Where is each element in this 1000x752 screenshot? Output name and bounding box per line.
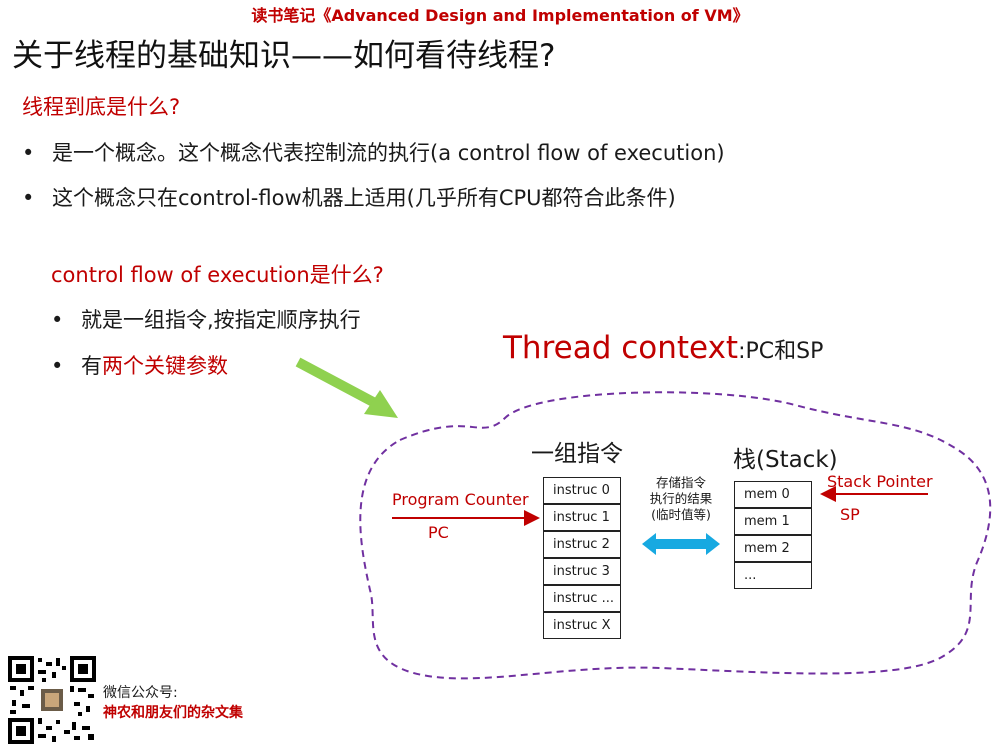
instruction-cell: instruc 2 <box>543 531 621 558</box>
instructions-title: 一组指令 <box>531 441 623 467</box>
wechat-account-name: 神农和朋友们的杂文集 <box>103 705 243 721</box>
thread-context-heading: Thread context:PC和SP <box>503 330 823 366</box>
thread-context-dashed-outline <box>359 391 992 680</box>
stack-cell: mem 1 <box>734 508 812 535</box>
double-arrow-icon <box>642 533 720 555</box>
bullet-item: • 是一个概念。这个概念代表控制流的执行(a control flow of ex… <box>22 137 725 167</box>
green-arrow-icon <box>295 357 398 418</box>
storage-note-line: (临时值等) <box>651 507 711 522</box>
slide-title: 关于线程的基础知识——如何看待线程? <box>12 38 556 74</box>
qr-code-icon <box>8 656 96 744</box>
storage-note-line: 存储指令 <box>655 475 706 490</box>
bullet-item: • 这个概念只在control-flow机器上适用(几乎所有CPU都符合此条件) <box>22 182 676 212</box>
bullet-item: • 有两个关键参数 <box>51 350 228 380</box>
thread-context-label: Thread context <box>503 330 739 366</box>
stack-title: 栈(Stack) <box>733 447 838 473</box>
bullet-text: 就是一组指令,按指定顺序执行 <box>81 308 361 332</box>
storage-note-line: 执行的结果 <box>649 491 713 506</box>
sp-label: SP <box>840 505 860 524</box>
storage-note: 存储指令 执行的结果 (临时值等) <box>636 475 726 523</box>
question-what-is-thread: 线程到底是什么? <box>22 95 181 119</box>
bullet-dot: • <box>22 186 35 210</box>
bullet-dot: • <box>51 308 64 332</box>
instruction-cell: instruc 0 <box>543 477 621 504</box>
question-control-flow: control flow of execution是什么? <box>51 263 384 287</box>
stack-cell: mem 2 <box>734 535 812 562</box>
instruction-cell: instruc X <box>543 612 621 639</box>
pc-label: PC <box>428 523 449 542</box>
bullet-highlight: 两个关键参数 <box>102 354 228 378</box>
stack-cell: mem 0 <box>734 481 812 508</box>
bullet-dot: • <box>22 141 35 165</box>
bullet-text: 这个概念只在control-flow机器上适用(几乎所有CPU都符合此条件) <box>52 186 676 210</box>
bullet-text: 有 <box>81 354 102 378</box>
instruction-cell: instruc ... <box>543 585 621 612</box>
thread-context-suffix: :PC和SP <box>738 339 824 364</box>
bullet-dot: • <box>51 354 64 378</box>
wechat-label: 微信公众号: <box>103 685 178 701</box>
bullet-item: • 就是一组指令,按指定顺序执行 <box>51 304 361 334</box>
header-title: 读书笔记《Advanced Design and Implementation … <box>251 6 749 25</box>
program-counter-label: Program Counter <box>392 490 529 509</box>
bullet-text: 是一个概念。这个概念代表控制流的执行(a control flow of exe… <box>52 141 725 165</box>
stack-cell: ... <box>734 562 812 589</box>
stack-pointer-label: Stack Pointer <box>827 472 933 491</box>
instruction-cell: instruc 1 <box>543 504 621 531</box>
instruction-cell: instruc 3 <box>543 558 621 585</box>
